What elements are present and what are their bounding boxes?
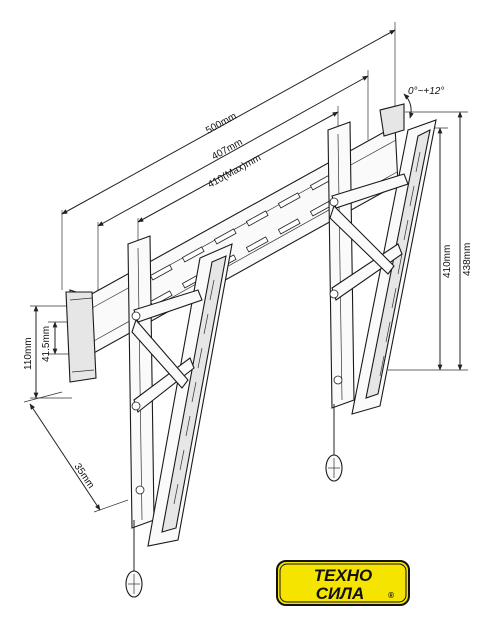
technosila-logo: ТЕХНО СИЛА ® [276, 560, 410, 606]
right-bracket-slots [379, 151, 421, 377]
dim-110-label: 110mm [23, 337, 34, 370]
dim-110: 110mm [23, 305, 72, 399]
dim-438-label: 438mm [462, 243, 473, 276]
dim-41-5-label: 41.5mm [41, 326, 52, 362]
logo-background [276, 560, 410, 606]
logo-badge: ТЕХНО СИЛА ® [276, 560, 410, 606]
logo-registered-mark: ® [388, 591, 394, 600]
dim-35: 35mm [23, 391, 129, 513]
logo-line2: СИЛА [316, 584, 364, 603]
dim-500-label: 500mm [204, 111, 239, 137]
left-bracket-slots [173, 279, 215, 505]
dim-410: 410mm [430, 127, 453, 371]
dim-407-label: 407mm [210, 137, 245, 163]
right-arm [325, 119, 437, 482]
tilt-indicator: 0°~+12° [403, 86, 444, 119]
dim-438: 438mm [388, 111, 473, 371]
right-rail-end [379, 103, 405, 137]
end-cap [65, 291, 97, 383]
wall-plate [65, 125, 399, 383]
left-arm [125, 235, 233, 598]
dim-410-label: 410mm [442, 245, 453, 278]
dim-41-5: 41.5mm [41, 321, 70, 362]
tilt-label: 0°~+12° [408, 86, 444, 97]
logo-line1: ТЕХНО [314, 566, 373, 585]
